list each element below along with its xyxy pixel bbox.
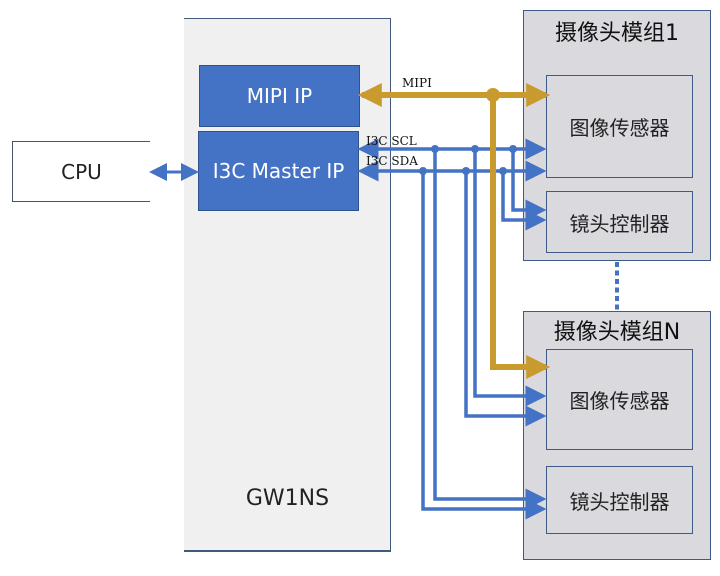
scl-junction-dot [509, 145, 517, 153]
cpu-label: CPU [61, 159, 102, 184]
camera-module-1-title: 摄像头模组1 [555, 21, 679, 46]
camera-module-n-title: 摄像头模组N [553, 320, 681, 345]
lens-controller-1-label: 镜头控制器 [569, 211, 670, 236]
lens-controller-n: 镜头控制器 [546, 466, 693, 534]
scl-branch-sensor-n [473, 149, 547, 407]
i3c-sda-signal-label: I3C SDA [366, 154, 418, 168]
i3c-scl-signal-label: I3C SCL [366, 134, 417, 148]
scl-junction-dot [431, 145, 439, 153]
sda-branch-lens-n [421, 171, 547, 520]
scl-junction-dot [471, 145, 479, 153]
mipi-junction-dot [486, 88, 500, 102]
mipi-ip-label: MIPI IP [246, 84, 313, 108]
i3c-master-ip-block: I3C Master IP [198, 131, 359, 211]
fpga-label: GW1NS [245, 486, 330, 511]
sda-junction-dot [462, 167, 470, 175]
i3c-master-ip-label: I3C Master IP [212, 159, 345, 183]
image-sensor-n: 图像传感器 [546, 349, 693, 450]
mipi-branch-sensor-n [490, 95, 551, 379]
sda-junction-dot [499, 167, 507, 175]
cpu-block: CPU [12, 141, 150, 202]
sda-junction-dot [419, 167, 427, 175]
sda-branch-sensor-n [464, 171, 547, 427]
scl-branch-lens-1 [511, 149, 547, 221]
lens-controller-1: 镜头控制器 [546, 191, 693, 253]
image-sensor-1-label: 图像传感器 [569, 116, 670, 140]
image-sensor-n-label: 图像传感器 [569, 389, 670, 413]
image-sensor-1: 图像传感器 [546, 75, 693, 178]
sda-branch-lens-1 [501, 171, 547, 231]
scl-branch-lens-n [433, 149, 547, 510]
mipi-signal-label: MIPI [402, 76, 432, 90]
lens-controller-n-label: 镜头控制器 [569, 489, 670, 514]
